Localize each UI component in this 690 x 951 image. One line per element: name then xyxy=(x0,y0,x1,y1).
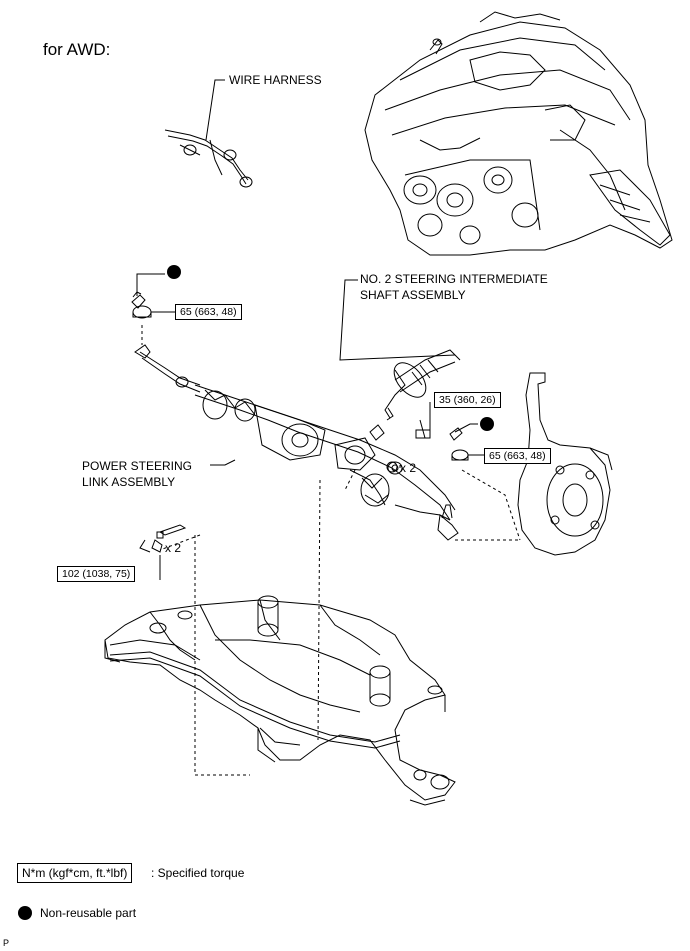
steering-knuckle-illustration xyxy=(517,372,613,556)
crossmember-bolt xyxy=(139,524,187,580)
torque-tie-rod-left: 65 (663, 48) xyxy=(175,304,242,320)
page-title: for AWD: xyxy=(43,40,111,59)
legend-dot-icon xyxy=(18,906,32,920)
subframe-illustration xyxy=(104,595,456,806)
nonreusable-dot-right xyxy=(480,417,494,431)
footer-code: P xyxy=(3,938,10,948)
label-power-steering-2: LINK ASSEMBLY xyxy=(82,475,176,489)
label-intermediate-shaft-2: SHAFT ASSEMBLY xyxy=(360,288,466,302)
legend-nonreusable-text: Non-reusable part xyxy=(40,906,137,920)
qty-nut: x 2 xyxy=(400,461,417,475)
intermediate-shaft-illustration xyxy=(339,279,461,439)
right-tie-rod-nut xyxy=(449,427,521,541)
wire-harness-illustration xyxy=(164,79,253,188)
alignment-lines xyxy=(159,465,401,776)
nut-x2-icon xyxy=(386,461,398,473)
label-intermediate-shaft-1: NO. 2 STEERING INTERMEDIATE xyxy=(360,272,548,286)
torque-shaft-bolt: 35 (360, 26) xyxy=(434,392,501,408)
nonreusable-dot-left xyxy=(167,265,181,279)
label-wire-harness: WIRE HARNESS xyxy=(229,73,322,87)
qty-bolt: x 2 xyxy=(165,541,182,555)
legend-torque-box: N*m (kgf*cm, ft.*lbf) xyxy=(17,863,133,883)
label-power-steering-1: POWER STEERING xyxy=(82,459,193,473)
engine-illustration xyxy=(364,11,673,256)
torque-crossmember-bolt: 102 (1038, 75) xyxy=(57,566,136,582)
legend-torque-text: : Specified torque xyxy=(151,866,245,880)
steering-rack-illustration xyxy=(194,384,459,541)
torque-tie-rod-right: 65 (663, 48) xyxy=(484,448,551,464)
